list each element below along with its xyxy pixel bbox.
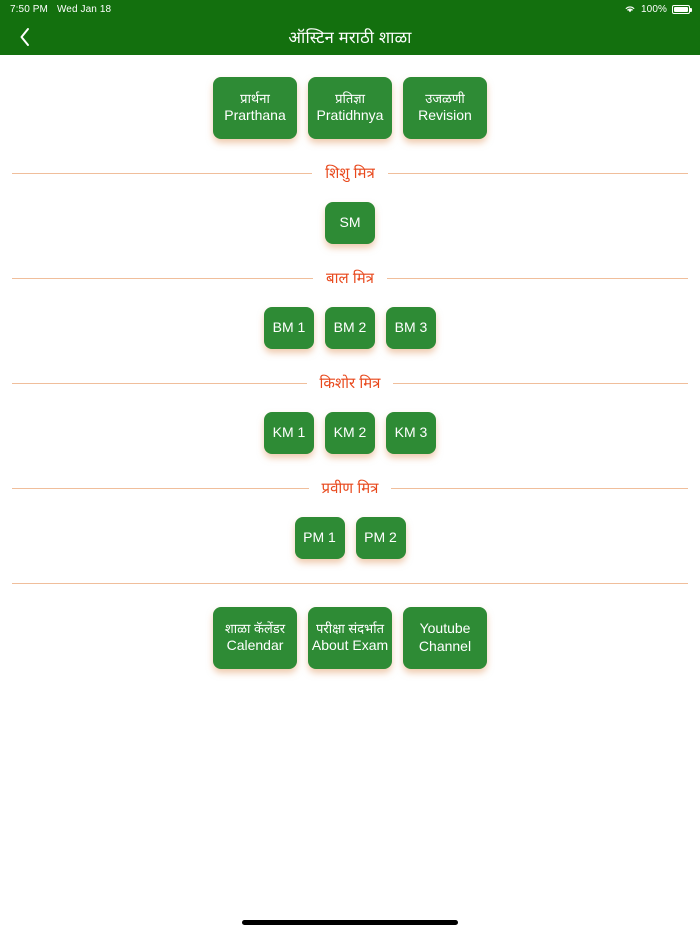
prarthana-label-marathi: प्रार्थना [240,90,270,106]
top-button-row: प्रार्थना Prarthana प्रतिज्ञा Pratidhnya… [0,77,700,139]
tile-bm-3[interactable]: BM 3 [386,307,436,349]
youtube-label-line2: Channel [418,638,472,654]
section-header-kishor-mitra: किशोर मित्र [0,373,700,393]
tile-sm[interactable]: SM [325,202,375,244]
tile-bm-1[interactable]: BM 1 [264,307,314,349]
revision-label-english: Revision [418,107,472,124]
back-button[interactable] [8,18,42,55]
tile-pm-2[interactable]: PM 2 [355,517,406,559]
pratidhnya-label-english: Pratidhnya [316,107,384,124]
section-row-pravin-mitra: PM 1 PM 2 [0,517,700,559]
calendar-label-english: Calendar [226,637,284,654]
divider-line-right [391,487,689,489]
section-header-shishu-mitra: शिशु मित्र [0,163,700,183]
home-indicator-area [0,920,700,925]
section-row-kishor-mitra: KM 1 KM 2 KM 3 [0,412,700,454]
status-time: 7:50 PM [10,3,48,15]
tile-km-1[interactable]: KM 1 [264,412,314,454]
section-row-shishu-mitra: SM [0,202,700,244]
home-indicator[interactable] [242,920,458,925]
status-bar-left: 7:50 PM Wed Jan 18 [10,4,111,15]
divider-line-left [12,382,307,384]
main-content: प्रार्थना Prarthana प्रतिज्ञा Pratidhnya… [0,55,700,934]
status-bar: 7:50 PM Wed Jan 18 100% [0,0,700,18]
tile-km-3[interactable]: KM 3 [386,412,436,454]
revision-label-marathi: उजळणी [425,90,465,106]
section-header-bal-mitra: बाल मित्र [0,268,700,288]
tile-pm-1[interactable]: PM 1 [294,517,345,559]
pratidhnya-button[interactable]: प्रतिज्ञा Pratidhnya [308,77,392,139]
wifi-icon [624,4,636,14]
about-exam-label-english: About Exam [311,637,389,654]
divider-line-left [12,172,313,174]
battery-fill [674,6,688,12]
section-title-pravin-mitra: प्रवीण मित्र [321,480,379,497]
prarthana-label-english: Prarthana [224,107,286,124]
bottom-button-row: शाळा कॅलेंडर Calendar परीक्षा संदर्भात A… [0,607,700,669]
divider-bottom-section [12,583,688,584]
status-bar-right: 100% [624,3,692,15]
section-title-bal-mitra: बाल मित्र [326,270,374,287]
youtube-channel-button[interactable]: Youtube Channel [403,607,487,669]
battery-full-icon [672,4,692,14]
divider-line-right [387,172,688,174]
section-row-bal-mitra: BM 1 BM 2 BM 3 [0,307,700,349]
section-header-pravin-mitra: प्रवीण मित्र [0,478,700,498]
pratidhnya-label-marathi: प्रतिज्ञा [335,90,365,106]
battery-percent-label: 100% [641,3,667,15]
youtube-label-line1: Youtube [419,620,471,637]
calendar-label-marathi: शाळा कॅलेंडर [224,620,286,636]
divider-line-left [12,277,314,279]
divider-line-right [393,382,688,384]
about-exam-label-marathi: परीक्षा संदर्भात [316,620,384,636]
status-date: Wed Jan 18 [56,3,112,15]
tile-km-2[interactable]: KM 2 [325,412,375,454]
section-title-kishor-mitra: किशोर मित्र [319,375,381,392]
divider-line-left [12,487,309,489]
section-title-shishu-mitra: शिशु मित्र [325,165,375,182]
page-title: ऑस्टिन मराठी शाळा [288,29,412,47]
calendar-button[interactable]: शाळा कॅलेंडर Calendar [213,607,297,669]
revision-button[interactable]: उजळणी Revision [403,77,487,139]
nav-bar: ऑस्टिन मराठी शाळा [0,18,700,55]
prarthana-button[interactable]: प्रार्थना Prarthana [213,77,297,139]
about-exam-button[interactable]: परीक्षा संदर्भात About Exam [308,607,392,669]
divider-line-right [386,277,688,279]
tile-bm-2[interactable]: BM 2 [325,307,375,349]
chevron-left-icon [19,27,31,47]
